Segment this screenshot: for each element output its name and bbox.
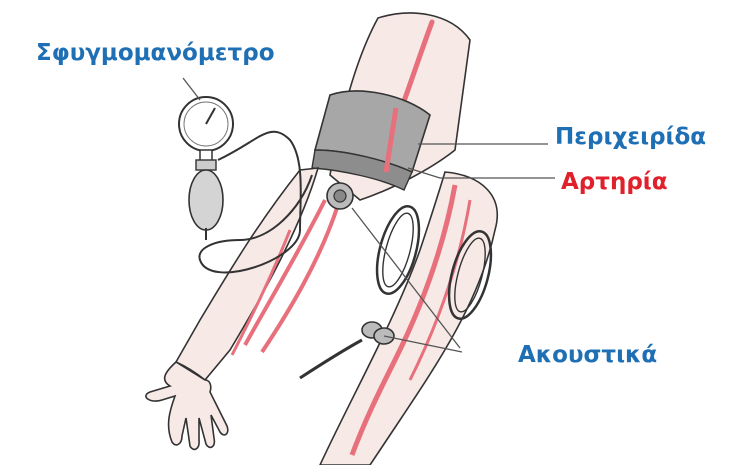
label-cuff: Περιχειρίδα [555,126,706,149]
gauge-icon [179,97,233,162]
forearm-right [320,172,497,465]
label-artery: Αρτηρία [561,171,668,194]
label-stethoscope: Ακουστικά [518,344,657,367]
bulb-icon [189,160,223,240]
stethoscope-chestpiece-icon [327,183,353,209]
label-sphygmomanometer: Σφυγμομανόμετρο [36,42,275,65]
hand [146,362,228,449]
